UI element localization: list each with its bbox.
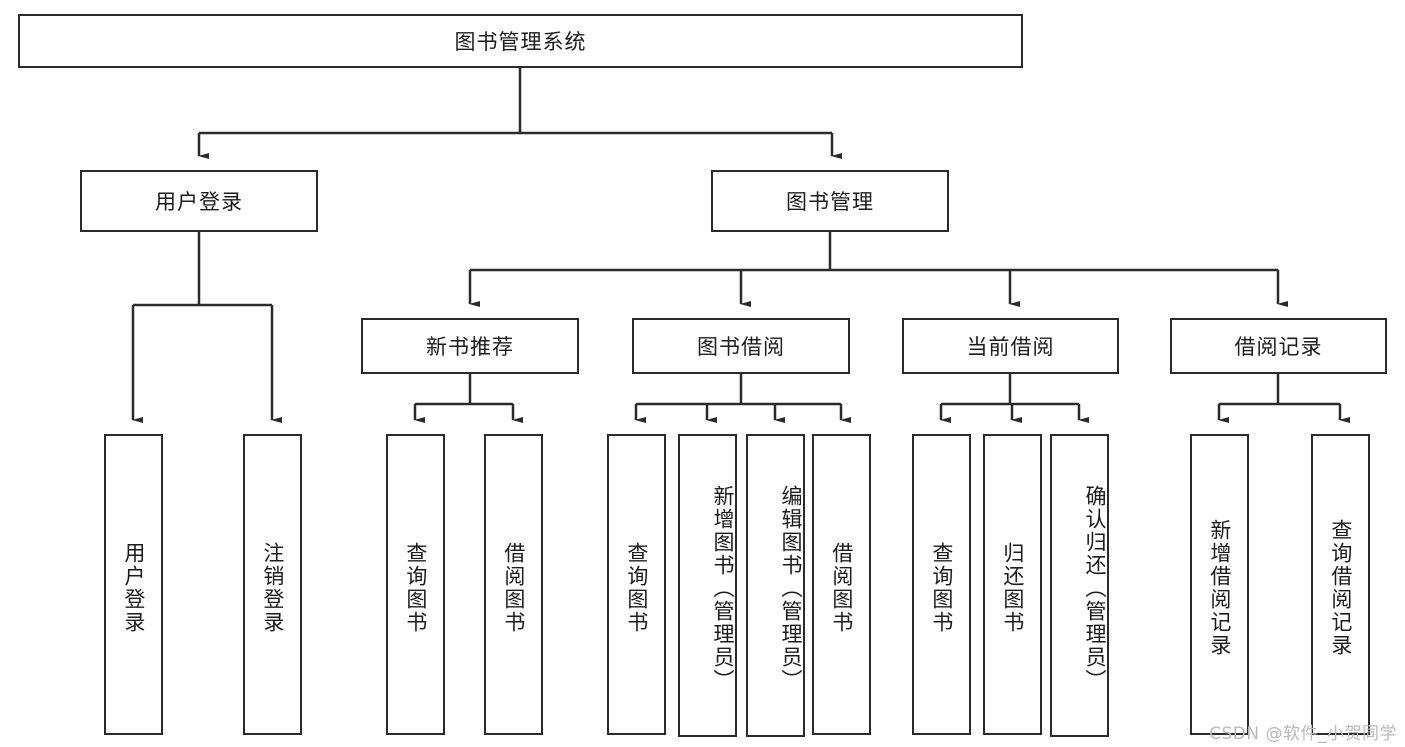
node-label: 查询图书 [403,541,428,634]
node-leaf-user-logout[interactable]: 注销登录 [243,434,302,735]
node-leaf-add-book[interactable]: 新增图书（管理员） [678,434,737,737]
node-user-login[interactable]: 用户登录 [80,170,318,232]
node-leaf-query-book-1[interactable]: 查询图书 [386,434,445,735]
node-borrow-record[interactable]: 借阅记录 [1170,318,1387,374]
node-new-book-rec[interactable]: 新书推荐 [361,318,579,374]
node-label: 用户登录 [155,190,243,214]
node-leaf-query-record[interactable]: 查询借阅记录 [1311,434,1370,735]
node-label: 新书推荐 [426,335,514,359]
node-leaf-edit-book[interactable]: 编辑图书（管理员） [746,434,805,737]
node-label: 借阅图书 [829,541,854,634]
node-current-borrow[interactable]: 当前借阅 [902,318,1119,374]
node-book-manage[interactable]: 图书管理 [711,170,949,232]
node-label: 归还图书 [1000,541,1025,634]
node-label: 确认归还（管理员） [1083,485,1107,692]
node-label: 注销登录 [260,541,285,634]
node-label: 新增借阅记录 [1207,518,1232,657]
node-leaf-query-book-2[interactable]: 查询图书 [607,434,666,735]
node-label: 新增图书（管理员） [711,485,735,692]
node-label: 查询图书 [929,541,954,634]
watermark-text: CSDN @软件_小贺同学 [1209,724,1397,744]
node-leaf-borrow-book-1[interactable]: 借阅图书 [484,434,543,735]
node-root[interactable]: 图书管理系统 [18,14,1023,68]
node-leaf-confirm-return[interactable]: 确认归还（管理员） [1050,434,1109,737]
node-label: 编辑图书（管理员） [779,485,803,692]
node-label: 用户登录 [121,541,146,634]
node-label: 借阅记录 [1234,335,1323,359]
node-label: 图书管理系统 [454,30,587,54]
node-label: 借阅图书 [501,541,526,634]
node-label: 图书借阅 [697,335,785,359]
node-leaf-user-login[interactable]: 用户登录 [104,434,163,735]
node-book-borrow[interactable]: 图书借阅 [632,318,850,374]
node-leaf-add-record[interactable]: 新增借阅记录 [1190,434,1249,735]
node-leaf-query-book-3[interactable]: 查询图书 [912,434,971,735]
node-leaf-return-book[interactable]: 归还图书 [983,434,1042,735]
node-label: 当前借阅 [966,335,1055,359]
node-label: 查询图书 [624,541,649,634]
node-leaf-borrow-book-2[interactable]: 借阅图书 [812,434,871,735]
node-label: 图书管理 [786,190,874,214]
node-label: 查询借阅记录 [1328,518,1353,657]
